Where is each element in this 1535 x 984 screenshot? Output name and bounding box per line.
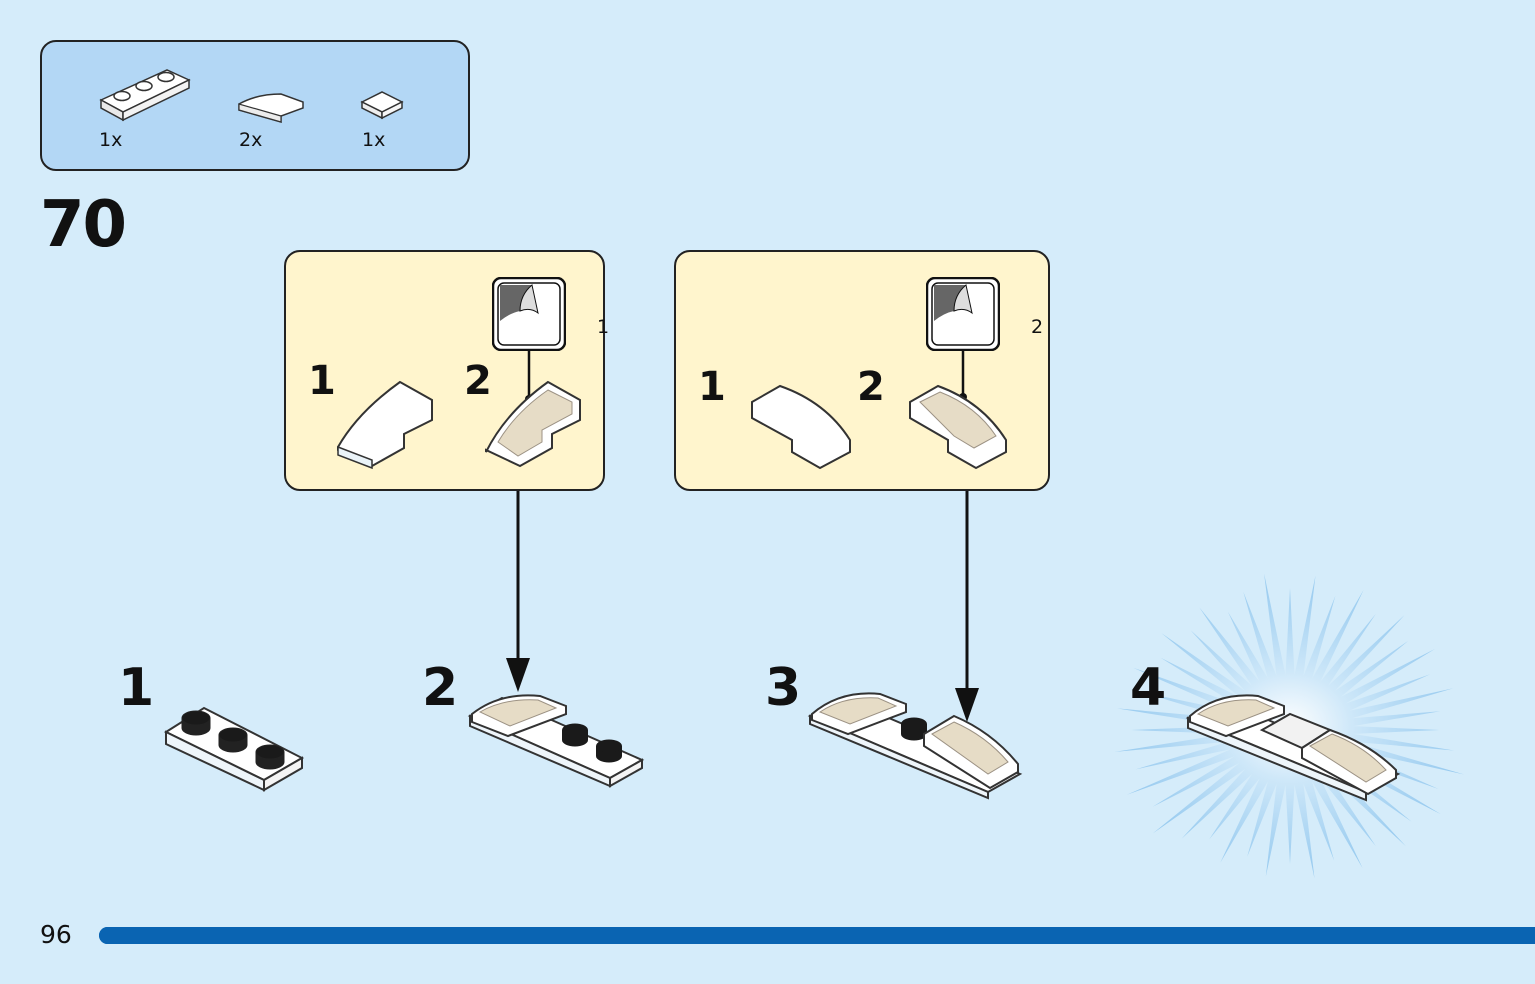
step-3-model — [807, 692, 1023, 800]
parts-qty: 1x — [99, 129, 123, 151]
parts-list-box: 1x 2x 1x — [40, 40, 470, 171]
subassembly-box-1: 1 2 1 — [284, 250, 609, 491]
arrow-down-icon — [955, 688, 979, 722]
step-2-model — [467, 694, 645, 788]
subassembly-2-drawing — [751, 351, 1007, 470]
main-step-label: 2 — [422, 658, 459, 718]
curved-slope-icon — [238, 93, 304, 123]
progress-bar — [99, 927, 1535, 944]
parts-qty: 1x — [362, 129, 386, 151]
subassembly-box-2: 1 2 2 — [674, 250, 1050, 491]
plate-1x3-model — [163, 706, 305, 792]
sticker-number: 1 — [596, 316, 610, 338]
main-step-label: 3 — [765, 658, 802, 718]
curved-slope-brick — [751, 384, 851, 470]
sticker-sheet-icon: 2 — [925, 276, 1043, 352]
stickered-slope-brick — [909, 384, 1007, 470]
sticker-number: 2 — [1030, 316, 1044, 338]
stickered-slope-brick — [485, 380, 581, 468]
subassembly-step-label: 1 — [308, 358, 336, 404]
page-number: 96 — [40, 920, 72, 949]
progress-bar-fill — [99, 927, 1535, 944]
arrow-down-icon — [506, 658, 530, 692]
subassembly-1-drawing — [337, 351, 581, 470]
sticker-sheet-icon: 1 — [491, 276, 609, 352]
subassembly-step-label: 1 — [698, 364, 726, 410]
plate-1x3-icon — [99, 69, 191, 122]
subassembly-step-label: 2 — [857, 364, 885, 410]
main-step-label: 1 — [118, 658, 155, 718]
curved-slope-brick — [337, 380, 433, 470]
tile-1x1-icon — [360, 91, 404, 120]
subassembly-step-label: 2 — [464, 358, 492, 404]
main-step-label: 4 — [1130, 658, 1167, 718]
step-number: 70 — [40, 188, 127, 262]
parts-qty: 2x — [239, 129, 263, 151]
step-4-model — [1185, 694, 1401, 802]
